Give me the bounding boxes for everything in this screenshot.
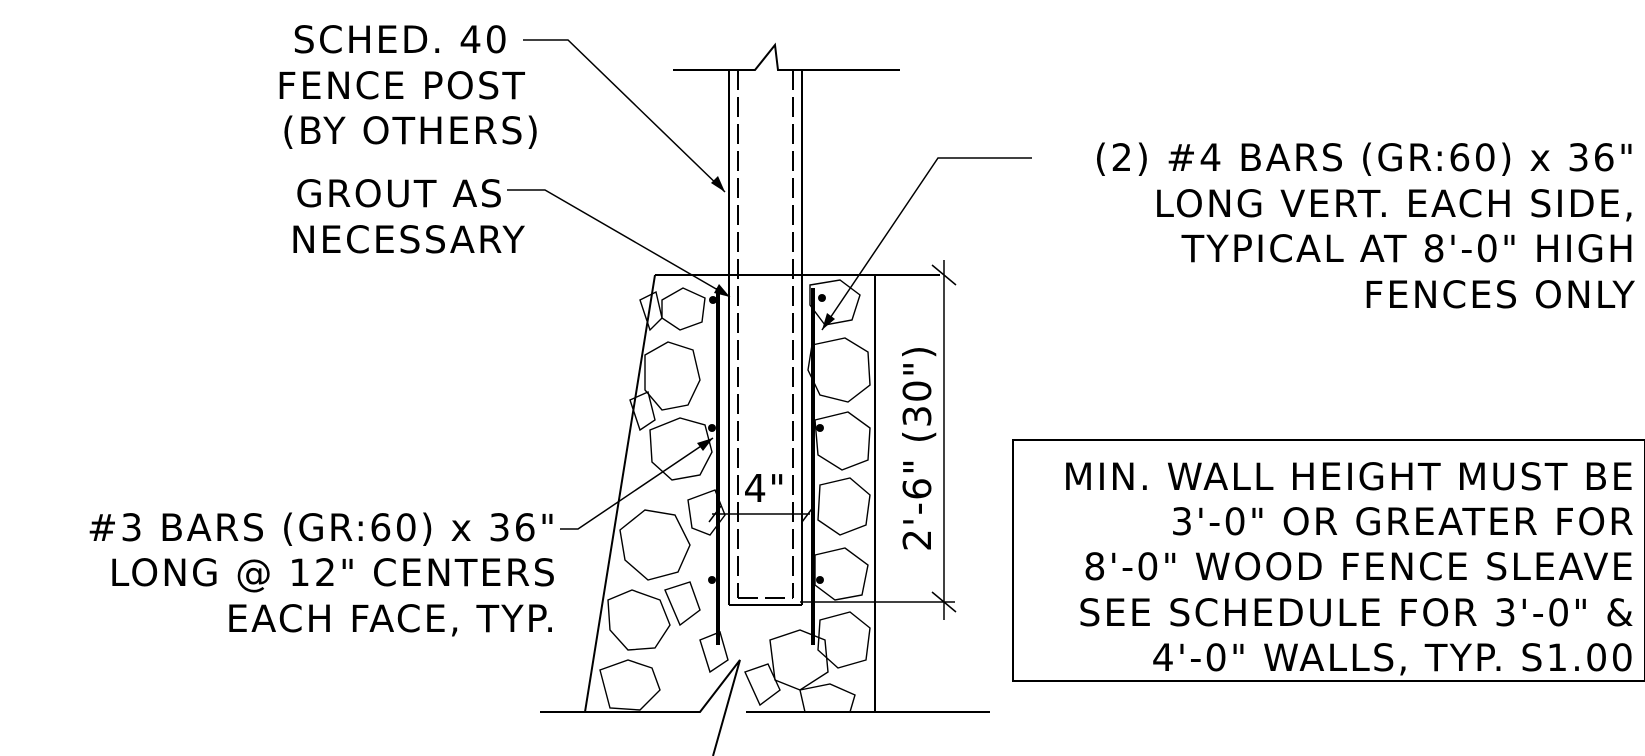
label-grout: GROUT AS <box>295 173 505 216</box>
footing-depth-dimension: 2'-6" (30") <box>800 260 957 620</box>
label-4-bars-line4: FENCES ONLY <box>1363 274 1637 317</box>
footing-depth-label: 2'-6" (30") <box>896 344 940 553</box>
label-3-bars-line3: EACH FACE, TYP. <box>226 598 558 641</box>
note-line2: 3'-0" OR GREATER FOR <box>1170 501 1636 544</box>
note-line3: 8'-0" WOOD FENCE SLEAVE <box>1083 546 1636 589</box>
rebar-dots <box>708 294 826 584</box>
post-width-dimension: 4" <box>708 467 815 523</box>
label-4-bars-line1: (2) #4 BARS (GR:60) x 36" <box>1094 137 1637 180</box>
fence-post <box>673 42 900 606</box>
concrete-aggregate-pattern <box>599 279 871 713</box>
footing-outline <box>540 274 990 756</box>
callout-grout: GROUT AS NECESSARY <box>290 173 527 262</box>
note-box: MIN. WALL HEIGHT MUST BE 3'-0" OR GREATE… <box>1012 439 1645 682</box>
note-line1: MIN. WALL HEIGHT MUST BE <box>1063 456 1636 499</box>
leader-lines <box>507 39 1032 530</box>
label-necessary: NECESSARY <box>290 219 527 262</box>
label-4-bars-line3: TYPICAL AT 8'-0" HIGH <box>1181 228 1637 271</box>
label-3-bars-line2: LONG @ 12" CENTERS <box>109 552 558 595</box>
label-sched40: SCHED. 40 <box>292 19 510 62</box>
label-4-bars-line2: LONG VERT. EACH SIDE, <box>1154 183 1637 226</box>
post-width-label: 4" <box>743 467 787 511</box>
label-by-others: (BY OTHERS) <box>281 110 542 153</box>
callout-3-bars: #3 BARS (GR:60) x 36" LONG @ 12" CENTERS… <box>87 507 558 641</box>
callout-4-bars: (2) #4 BARS (GR:60) x 36" LONG VERT. EAC… <box>1094 137 1637 317</box>
label-3-bars-line1: #3 BARS (GR:60) x 36" <box>87 507 558 550</box>
note-line5: 4'-0" WALLS, TYP. S1.00 <box>1151 637 1636 680</box>
note-line4: SEE SCHEDULE FOR 3'-0" & <box>1078 592 1636 635</box>
rebar-vertical <box>716 288 815 645</box>
callout-sched40: SCHED. 40 FENCE POST (BY OTHERS) <box>276 19 542 153</box>
label-fence-post: FENCE POST <box>276 65 527 108</box>
